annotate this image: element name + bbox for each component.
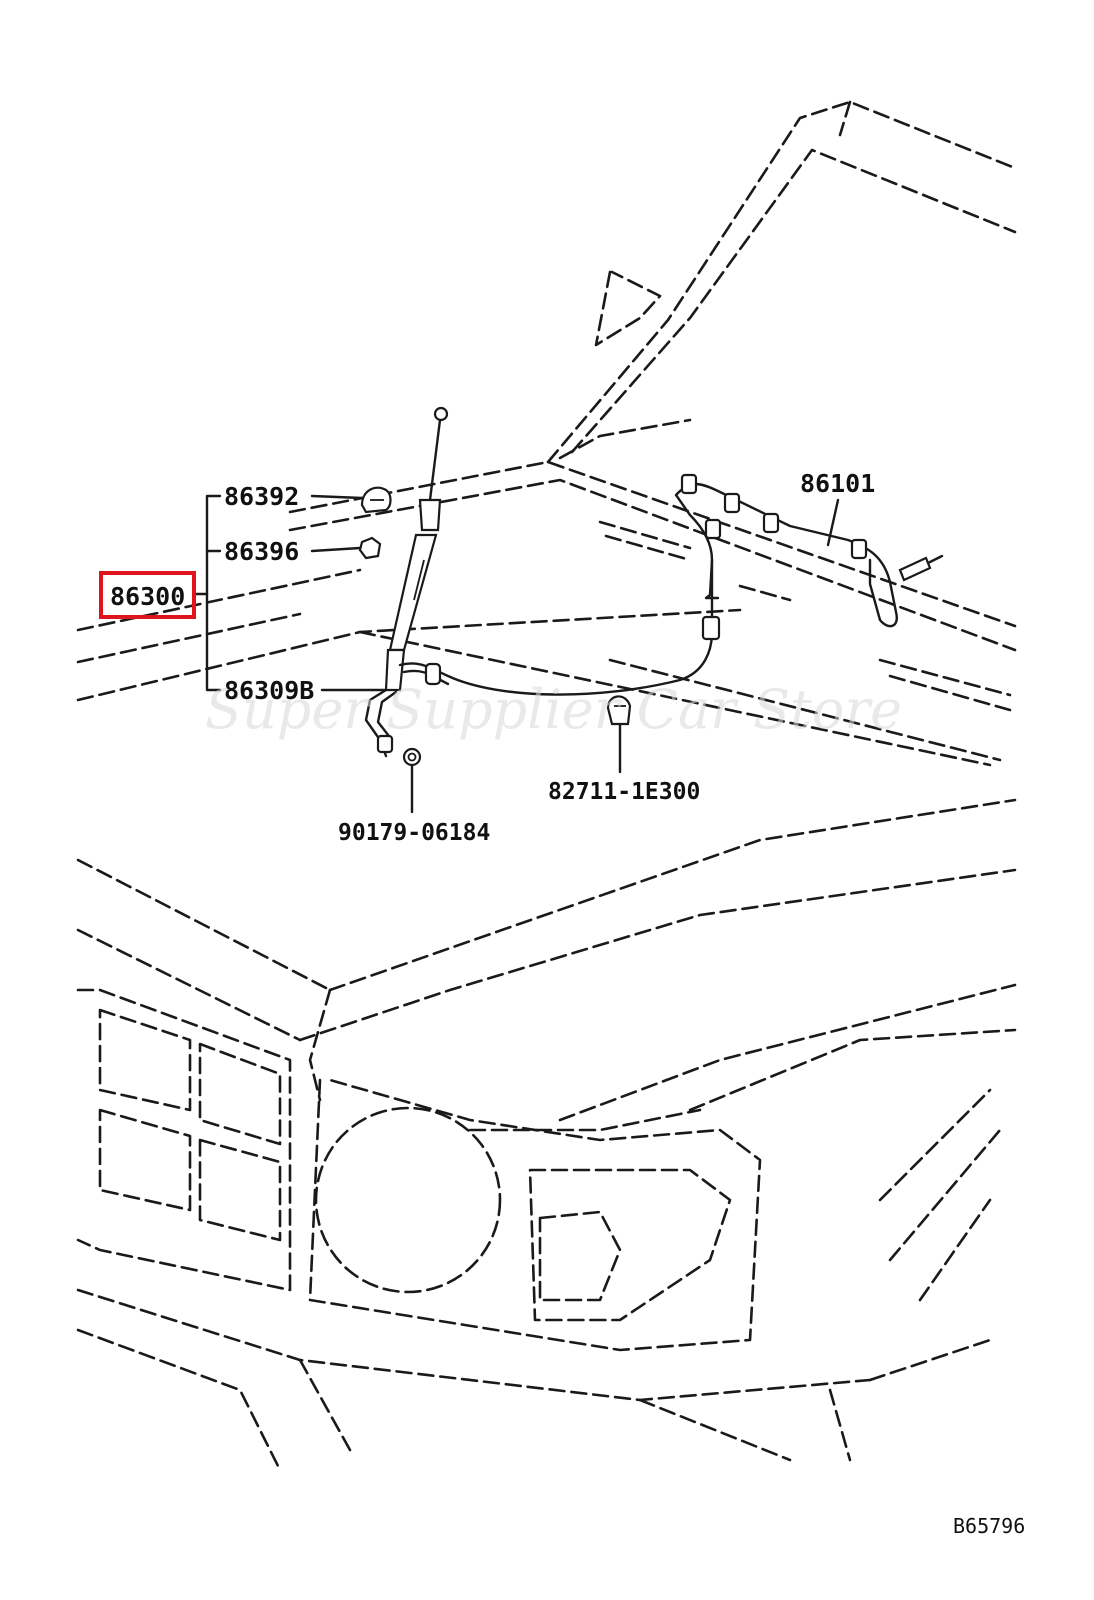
- clamp-82711: [606, 695, 632, 726]
- antenna-bracket: [364, 688, 398, 758]
- antenna-feeder-cable: [398, 598, 721, 696]
- label-86392: 86392: [224, 482, 299, 511]
- leader-lines: [192, 494, 840, 814]
- pad-86392: [360, 486, 392, 514]
- figure-code: B65796: [953, 1514, 1025, 1538]
- label-90179-06184: 90179-06184: [338, 820, 490, 846]
- antenna-mast: [384, 406, 449, 692]
- antenna-cord-86101: [674, 473, 944, 628]
- label-82711-1e300: 82711-1E300: [548, 779, 700, 805]
- watermark: Super Supplier Car Store: [205, 678, 902, 741]
- nut-86396: [358, 536, 382, 560]
- label-86101: 86101: [800, 469, 875, 498]
- highlighted-part-86300: 86300: [99, 571, 196, 619]
- label-86309b: 86309B: [224, 676, 314, 705]
- label-86300: 86300: [110, 582, 185, 611]
- highlight-box: [99, 571, 196, 619]
- vehicle-body-outline: [76, 100, 1017, 1472]
- label-86396: 86396: [224, 537, 299, 566]
- nut-90179: [402, 747, 422, 767]
